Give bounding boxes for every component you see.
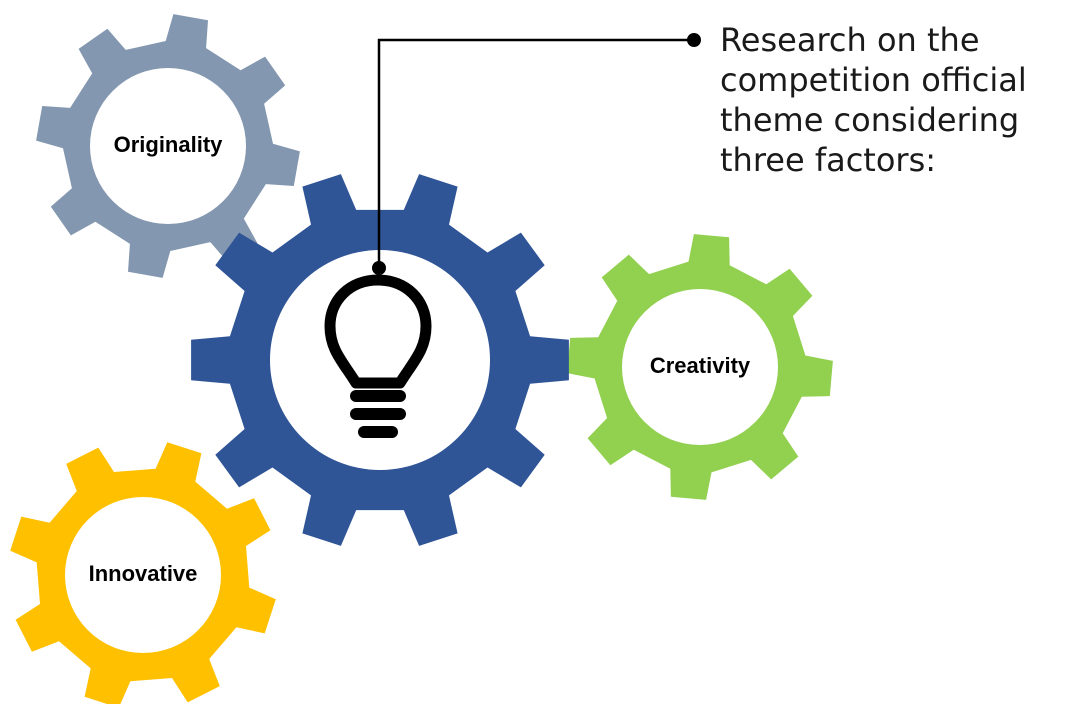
creativity-label: Creativity xyxy=(650,353,751,378)
creativity-gear-body xyxy=(567,234,833,500)
callout-text: Research on the competition official the… xyxy=(720,20,1060,180)
main-gear xyxy=(191,174,569,546)
originality-label: Originality xyxy=(114,132,224,157)
callout-connector xyxy=(372,33,701,275)
innovative-gear-body xyxy=(10,442,276,704)
callout-line: Research on the xyxy=(720,21,980,59)
connector-start-dot xyxy=(372,261,386,275)
originality-gear-body xyxy=(36,14,300,278)
callout-line: theme considering xyxy=(720,101,1020,139)
creativity-gear: Creativity xyxy=(567,234,833,500)
innovative-gear: Innovative xyxy=(10,442,276,704)
main-gear-body xyxy=(191,174,569,546)
callout-line: three factors: xyxy=(720,141,937,179)
callout-line: competition official xyxy=(720,61,1027,99)
connector-end-dot xyxy=(687,33,701,47)
lightbulb-icon xyxy=(324,274,432,438)
originality-gear: Originality xyxy=(36,14,300,278)
innovative-label: Innovative xyxy=(89,561,198,586)
